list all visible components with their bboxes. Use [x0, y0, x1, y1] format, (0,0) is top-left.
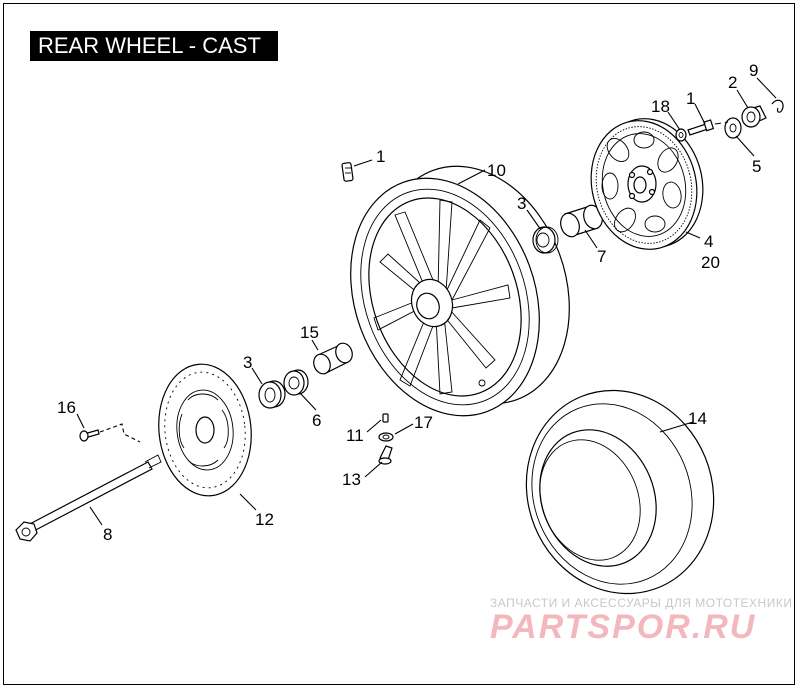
callout-14: 14 — [688, 409, 707, 428]
watermark-tagline: ЗАПЧАСТИ И АКСЕССУАРЫ ДЛЯ МОТОТЕХНИКИ — [490, 596, 793, 610]
sprocket-bolt — [687, 119, 715, 136]
callout-11: 11 — [346, 426, 364, 445]
callout-9: 9 — [749, 61, 758, 80]
valve-nut-17 — [378, 432, 394, 442]
disc-screw — [79, 423, 141, 443]
diagram-frame — [3, 3, 795, 685]
valve-stem-13 — [378, 445, 393, 465]
callout-18: 18 — [651, 97, 670, 116]
rear-axle — [15, 454, 162, 542]
callout-15: 15 — [300, 323, 319, 342]
valve-core-11 — [382, 413, 389, 423]
callout-16: 16 — [57, 398, 76, 417]
callout-3-right: 3 — [517, 194, 526, 213]
callout-2: 2 — [728, 73, 737, 92]
wheel-bearing-left — [258, 380, 286, 409]
axis-line-right — [714, 121, 729, 125]
callout-1-valve: 1 — [376, 147, 385, 166]
lockwasher-18 — [675, 128, 687, 142]
diagram-title: REAR WHEEL - CAST — [30, 31, 278, 61]
callout-7: 7 — [597, 247, 606, 266]
wheel-bearing-right — [532, 226, 559, 254]
callout-8: 8 — [103, 525, 112, 544]
rear-tire — [525, 389, 715, 595]
callout-12: 12 — [255, 510, 274, 529]
spacer-sleeve-15 — [313, 342, 353, 375]
callout-3-left: 3 — [243, 353, 252, 372]
callout-5: 5 — [752, 157, 761, 176]
valve-cap — [341, 162, 354, 182]
watermark-logo: PARTSPOR.RU — [490, 608, 757, 646]
callout-10: 10 — [487, 161, 506, 180]
callout-17: 17 — [414, 413, 433, 432]
cast-wheel — [350, 165, 570, 417]
callout-20: 20 — [701, 253, 720, 272]
axle-nut-2 — [741, 105, 767, 128]
rear-sprocket — [590, 118, 704, 250]
spacer-washer-5 — [724, 117, 742, 139]
callout-4: 4 — [704, 232, 713, 251]
callout-6: 6 — [312, 411, 321, 430]
callout-1-bolt: 1 — [686, 89, 695, 108]
brake-disc — [158, 363, 252, 497]
callouts: 1 1 2 3 3 4 5 6 7 8 9 10 11 12 13 14 15 … — [57, 61, 761, 544]
e-clip-9 — [771, 99, 784, 113]
callout-13: 13 — [342, 470, 361, 489]
leader-lines — [76, 77, 777, 526]
seal-spacer-6 — [283, 369, 309, 396]
